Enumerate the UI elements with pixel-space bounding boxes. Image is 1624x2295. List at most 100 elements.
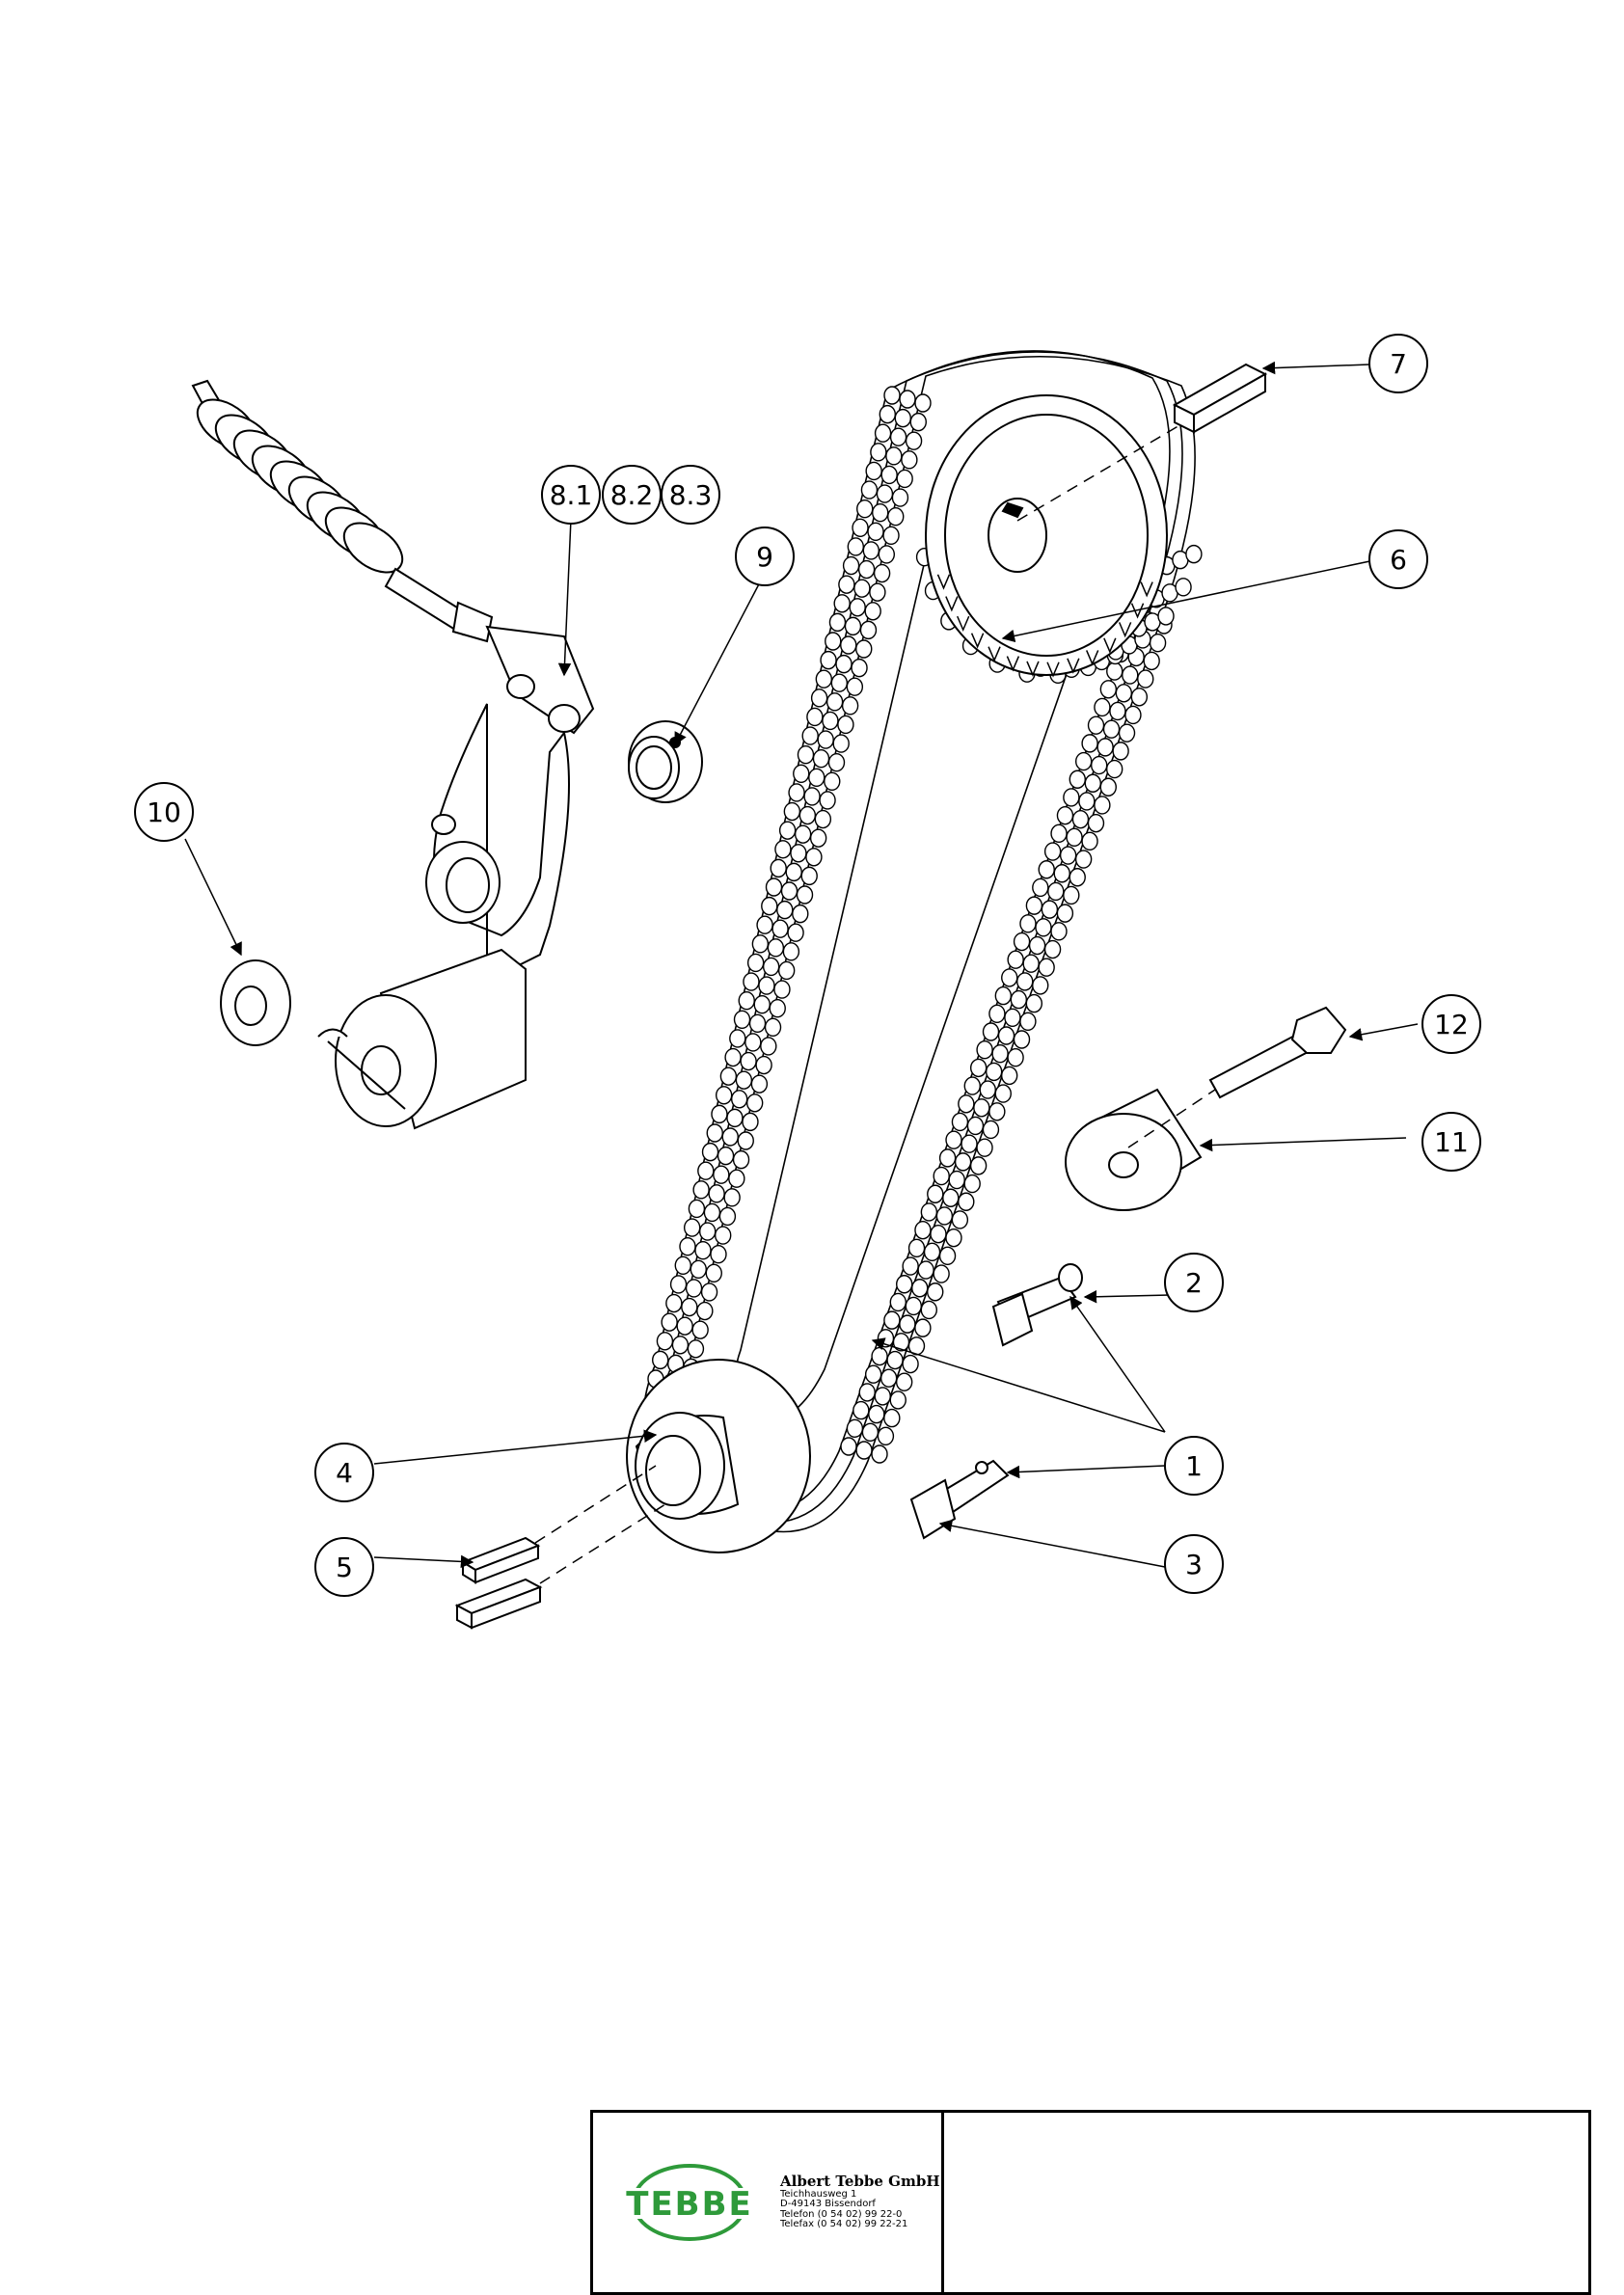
chain-roller [1038, 958, 1055, 977]
chain-roller [1000, 1066, 1018, 1086]
chain-roller [864, 1364, 882, 1384]
chain-roller [733, 1010, 751, 1030]
chain-roller [785, 862, 802, 882]
chain-roller [1096, 738, 1114, 757]
chain-roller [853, 1400, 870, 1420]
chain-roller [770, 858, 787, 878]
chain-roller [966, 1116, 985, 1136]
svg-text:11: 11 [1434, 1126, 1469, 1158]
chain-roller [858, 1383, 876, 1402]
chain-roller [828, 612, 847, 633]
chain-roller [935, 1206, 954, 1226]
chain-roller [808, 768, 826, 788]
chain-roller [679, 1236, 696, 1256]
chain-roller [938, 1246, 957, 1266]
chain-roller [997, 1026, 1015, 1045]
chain-roller [1094, 796, 1111, 815]
chain-roller [1094, 697, 1111, 717]
chain-roller [1122, 665, 1139, 685]
chain-roller [859, 620, 878, 640]
chain-roller [708, 1184, 725, 1203]
chain-roller [810, 688, 828, 708]
chain-roller [1043, 842, 1062, 861]
chain-roller [867, 522, 884, 542]
chain-roller [776, 900, 794, 920]
chain-roller [735, 1070, 753, 1090]
chain-roller [1118, 723, 1136, 742]
chain-roller [857, 559, 876, 580]
chain-roller [1025, 896, 1043, 915]
chain-roller [1066, 827, 1083, 848]
chain-roller [700, 1282, 718, 1302]
chain-roller [744, 1033, 762, 1052]
chain-roller [871, 1346, 888, 1366]
chain-roller [771, 919, 789, 938]
chain-roller [1050, 824, 1068, 844]
chain-roller [899, 1314, 916, 1334]
chain-roller [909, 412, 927, 432]
callout-5: 5 [314, 1537, 374, 1597]
chain-roller [945, 1228, 962, 1248]
chain-roller [1175, 578, 1192, 597]
chain-roller [1087, 813, 1105, 833]
chain-roller [715, 1086, 733, 1105]
chain-roller [969, 1058, 988, 1078]
chain-roller [661, 1312, 678, 1332]
chain-roller [724, 1047, 742, 1067]
chain-roller [873, 563, 891, 583]
chain-roller [730, 1090, 748, 1109]
svg-text:8.3: 8.3 [669, 479, 713, 511]
chain-roller [788, 783, 805, 802]
chain-roller [849, 598, 866, 617]
chain-roller [687, 1339, 705, 1359]
chain-roller [706, 1123, 723, 1143]
chain-roller [764, 1017, 782, 1038]
chain-roller [958, 1094, 975, 1114]
chain-roller [835, 654, 853, 674]
offset-link-3 [909, 1459, 1010, 1540]
chain-roller [718, 1206, 737, 1227]
svg-text:6: 6 [1390, 544, 1407, 576]
chain-roller [837, 715, 854, 735]
chain-roller [930, 1224, 947, 1244]
chain-roller [674, 1256, 691, 1276]
chain-roller [1022, 954, 1040, 973]
chain-roller [896, 1275, 913, 1294]
chain-roller [1028, 935, 1046, 956]
chain-roller [746, 953, 765, 973]
chain-roller [832, 734, 850, 753]
chain-roller [817, 730, 834, 749]
svg-text:7: 7 [1390, 348, 1407, 380]
chain-roller [1007, 950, 1024, 969]
chain-roller [740, 1051, 757, 1071]
chain-roller [806, 707, 824, 727]
chain-roller [1010, 989, 1028, 1010]
chain-roller [844, 616, 862, 636]
chain-roller [841, 696, 859, 716]
chain-roller [887, 506, 905, 526]
chain-roller [886, 1350, 904, 1370]
svg-text:2: 2 [1185, 1267, 1203, 1299]
chain-roller [933, 1166, 950, 1186]
chain-roller [1001, 968, 1018, 987]
sprocket-tooth [970, 633, 985, 649]
chain-roller [669, 1275, 688, 1294]
chain-roller [773, 980, 791, 999]
bolt-12 [1127, 1006, 1347, 1148]
company-name: Albert Tebbe GmbH [780, 2173, 940, 2191]
callout-7: 7 [1368, 334, 1428, 393]
chain-roller [855, 1441, 873, 1460]
chain-roller [793, 764, 810, 784]
chain-roller [895, 1372, 913, 1391]
chain-roller [1056, 805, 1074, 825]
chain-roller [889, 1292, 907, 1312]
chain-roller [982, 1120, 1000, 1140]
chain-roller [780, 881, 798, 901]
chain-roller [703, 1202, 721, 1223]
chain-roller [714, 1226, 732, 1245]
chain-roller [874, 423, 892, 443]
chain-roller [676, 1316, 693, 1336]
sprocket-tooth [957, 615, 970, 633]
chain-roller [840, 1437, 857, 1456]
svg-text:8.2: 8.2 [610, 479, 654, 511]
